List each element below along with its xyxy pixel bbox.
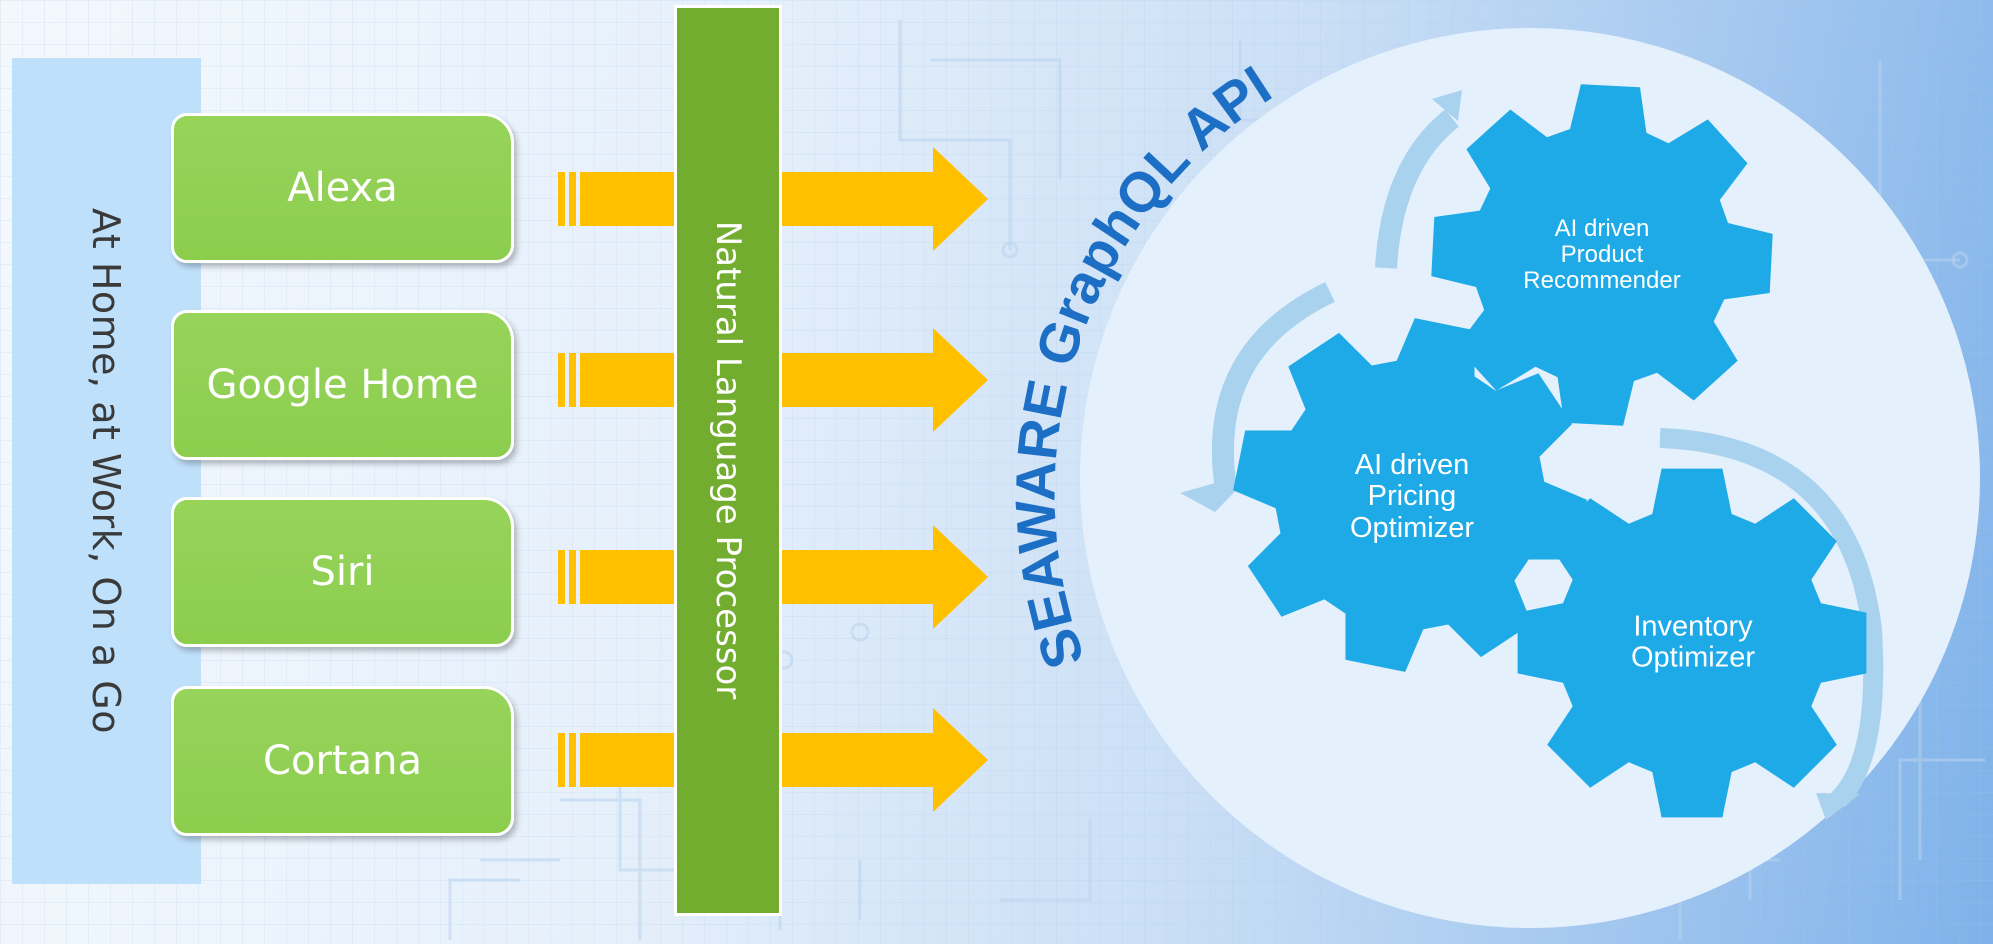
assistant-cortana: Cortana [171, 686, 514, 836]
gear-label-line: Pricing [1367, 480, 1457, 513]
cycle-arrows [1211, 109, 1884, 808]
gear-pricing [1233, 318, 1587, 672]
gear-label-line: Optimizer [1349, 511, 1475, 544]
assistant-label: Alexa [287, 165, 398, 211]
gear-label-pricing: AI driven Pricing Optimizer [1349, 449, 1475, 544]
gear-label-line: Product [1560, 241, 1644, 269]
assistant-label: Cortana [263, 738, 422, 784]
assistant-google-home: Google Home [171, 310, 514, 460]
assistant-siri: Siri [171, 497, 514, 647]
gear-label-line: AI driven [1554, 215, 1650, 243]
gear-label-line: Recommender [1523, 266, 1681, 294]
assistant-label: Google Home [206, 362, 479, 408]
gear-label-recommender: AI driven Product Recommender [1523, 216, 1680, 294]
gear-recommender [1431, 84, 1773, 426]
gear-label-line: Optimizer [1630, 642, 1756, 674]
gear-label-inventory: Inventory Optimizer [1630, 610, 1756, 675]
assistant-label: Siri [310, 549, 375, 595]
gear-inventory [1517, 468, 1867, 818]
context-panel [12, 58, 201, 884]
gear-label-line: AI driven [1354, 449, 1470, 482]
gear-label-line: Inventory [1633, 610, 1753, 643]
nlp-bar [674, 5, 782, 916]
assistant-alexa: Alexa [171, 113, 514, 263]
